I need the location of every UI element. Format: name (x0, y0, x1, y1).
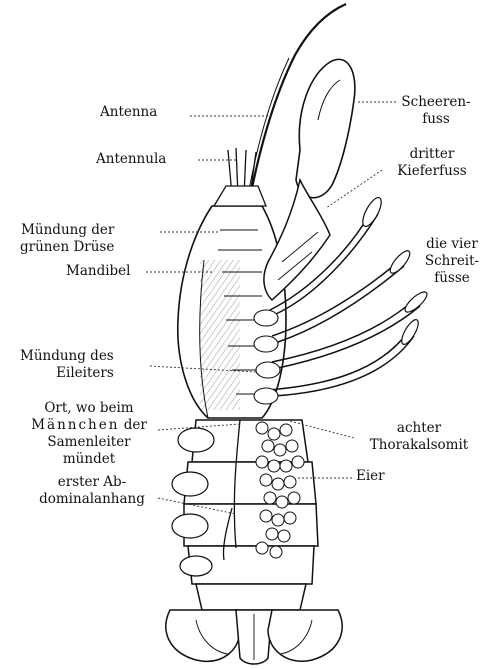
label-muendung-gruene-druese: Mündung der grünen Drüse (20, 222, 114, 256)
label-ort-maennchen-line-1: Ort, wo beim (14, 400, 164, 417)
label-achter-thorakalsomit-line-2: Thorakalsomit (352, 437, 486, 454)
label-ort-maennchen-line-2: Männchen der (14, 417, 164, 434)
label-muendung-gruene-druese-line-1: Mündung der (20, 222, 114, 239)
label-ort-maennchen-spaced-word: Männchen (31, 417, 119, 433)
label-muendung-eileiter-line-2: Eileiters (20, 365, 114, 382)
label-erster-abdominalanhang: erster Ab- dominalanhang (22, 474, 162, 508)
label-scheerenfuss-line-1: Scheeren- (398, 94, 474, 111)
label-ort-maennchen: Ort, wo beim Männchen der Samenleiter mü… (14, 400, 164, 468)
label-scheerenfuss-line-2: fuss (398, 111, 474, 128)
label-ort-maennchen-line-4: mündet (14, 451, 164, 468)
label-muendung-eileiter: Mündung des Eileiters (20, 348, 114, 382)
label-ort-maennchen-der: der (124, 417, 147, 433)
label-antennula: Antennula (96, 151, 166, 168)
label-achter-thorakalsomit: achter Thorakalsomit (352, 420, 486, 454)
label-dritter-kieferfuss-line-2: Kieferfuss (380, 163, 484, 180)
label-dritter-kieferfuss-line-1: dritter (380, 146, 484, 163)
label-schreitfuesse-line-3: füsse (414, 270, 490, 287)
label-eier: Eier (356, 468, 385, 485)
label-muendung-eileiter-line-1: Mündung des (20, 348, 114, 365)
claw-shape (296, 59, 355, 197)
label-dritter-kieferfuss: dritter Kieferfuss (380, 146, 484, 180)
label-schreitfuesse-line-2: Schreit- (414, 253, 490, 270)
label-ort-maennchen-line-3: Samenleiter (14, 434, 164, 451)
label-muendung-gruene-druese-line-2: grünen Drüse (20, 239, 114, 256)
label-schreitfuesse-line-1: die vier (414, 236, 490, 253)
label-schreitfuesse: die vier Schreit- füsse (414, 236, 490, 287)
label-scheerenfuss: Scheeren- fuss (398, 94, 474, 128)
label-mandibel: Mandibel (66, 263, 130, 280)
label-erster-abdominalanhang-line-2: dominalanhang (22, 491, 162, 508)
label-antenna: Antenna (100, 104, 157, 121)
label-erster-abdominalanhang-line-1: erster Ab- (22, 474, 162, 491)
label-achter-thorakalsomit-line-1: achter (352, 420, 486, 437)
